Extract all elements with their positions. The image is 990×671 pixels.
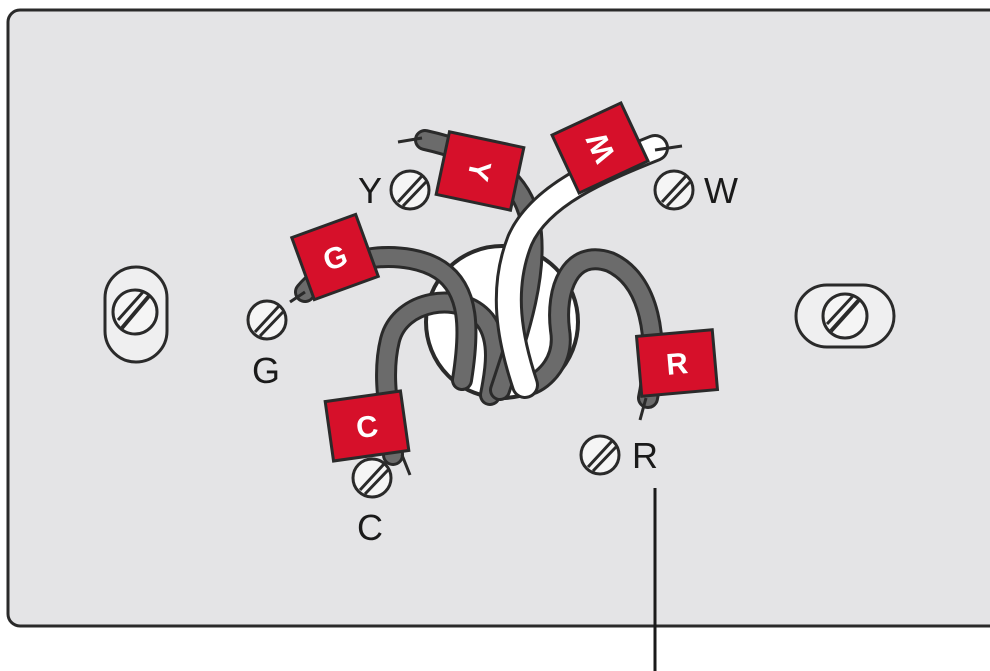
right-mounting-screw xyxy=(796,285,894,347)
wire-tag-r-label: R xyxy=(665,347,690,382)
terminal-screw-r xyxy=(581,436,619,474)
terminal-screw-c xyxy=(353,459,391,497)
terminal-label-g: G xyxy=(252,350,280,391)
left-mounting-screw xyxy=(105,267,167,362)
terminal-label-w: W xyxy=(704,170,738,211)
terminal-label-r: R xyxy=(632,435,658,476)
terminal-label-y: Y xyxy=(358,170,382,211)
wire-tag-r: R xyxy=(637,330,718,396)
wire-tag-c-label: C xyxy=(354,410,380,446)
terminal-label-c: C xyxy=(357,507,383,548)
terminal-screw-y xyxy=(391,171,429,209)
wire-tag-y: Y xyxy=(436,132,524,210)
terminal-screw-g xyxy=(248,301,286,339)
wire-tag-c: C xyxy=(325,391,409,461)
terminal-screw-w xyxy=(655,171,693,209)
